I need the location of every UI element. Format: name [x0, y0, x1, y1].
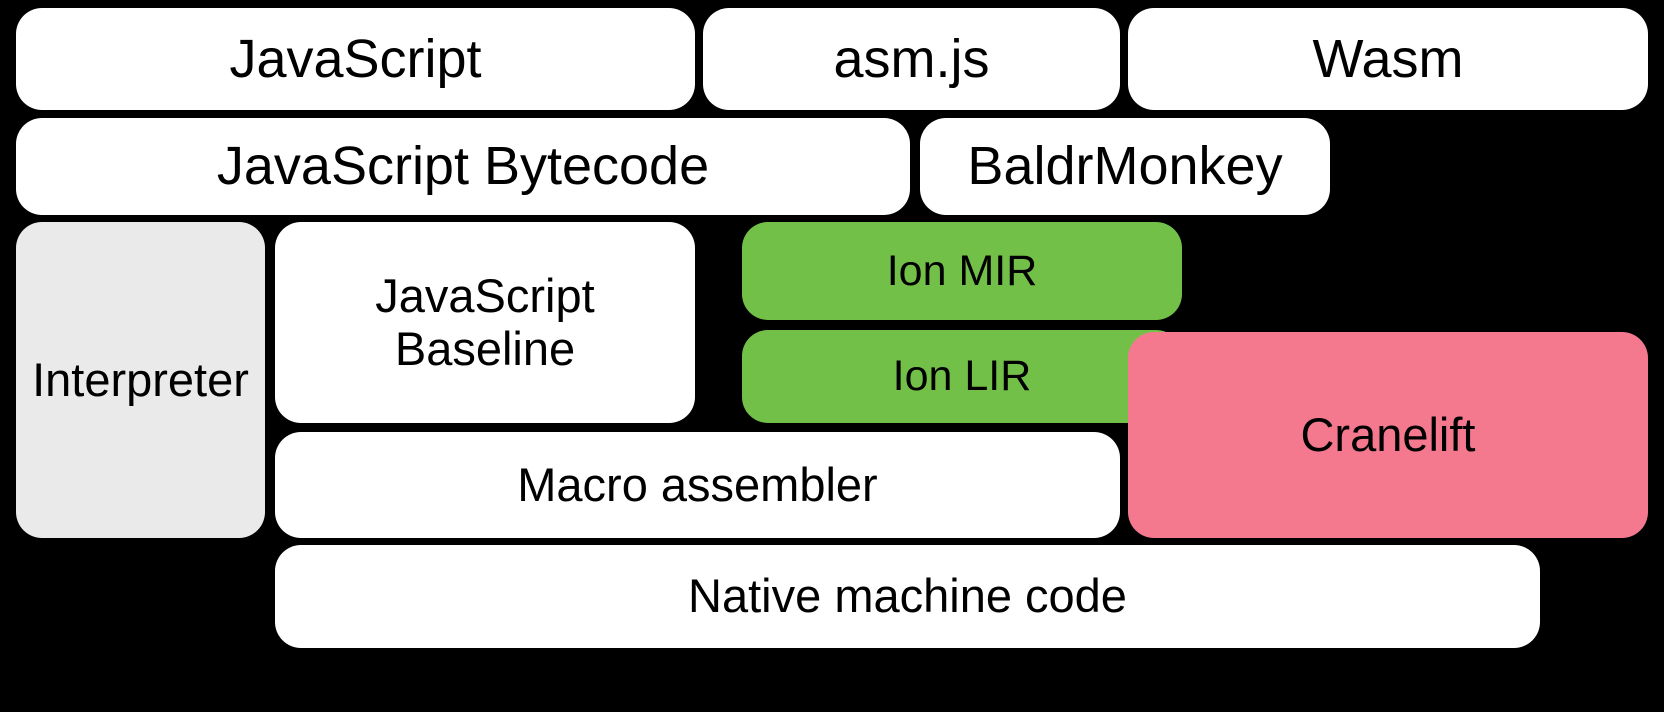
- node-interpreter-label: Interpreter: [32, 352, 249, 406]
- node-interpreter[interactable]: Interpreter: [16, 222, 265, 538]
- node-ion-lir-label: Ion LIR: [892, 352, 1032, 401]
- node-javascript-label: JavaScript: [229, 28, 482, 89]
- node-ion-mir[interactable]: Ion MIR: [742, 222, 1182, 320]
- node-asm-js[interactable]: asm.js: [703, 8, 1120, 110]
- node-asm-js-label: asm.js: [833, 28, 990, 89]
- node-javascript-baseline[interactable]: JavaScript Baseline: [275, 222, 695, 423]
- node-macro-assembler-label: Macro assembler: [517, 457, 878, 511]
- node-baldrmonkey[interactable]: BaldrMonkey: [920, 118, 1330, 215]
- node-macro-assembler[interactable]: Macro assembler: [275, 432, 1120, 538]
- node-cranelift-label: Cranelift: [1300, 407, 1476, 461]
- node-javascript-baseline-label: JavaScript Baseline: [375, 268, 595, 375]
- node-ion-mir-label: Ion MIR: [886, 246, 1038, 295]
- node-cranelift[interactable]: Cranelift: [1128, 332, 1648, 538]
- node-javascript-bytecode-label: JavaScript Bytecode: [216, 136, 710, 197]
- node-ion-lir[interactable]: Ion LIR: [742, 330, 1182, 423]
- node-javascript[interactable]: JavaScript: [16, 8, 695, 110]
- node-native-machine-code[interactable]: Native machine code: [275, 545, 1540, 648]
- node-javascript-bytecode[interactable]: JavaScript Bytecode: [16, 118, 910, 215]
- node-baldrmonkey-label: BaldrMonkey: [967, 136, 1283, 197]
- node-wasm[interactable]: Wasm: [1128, 8, 1648, 110]
- node-wasm-label: Wasm: [1312, 28, 1464, 89]
- node-native-machine-code-label: Native machine code: [688, 569, 1127, 623]
